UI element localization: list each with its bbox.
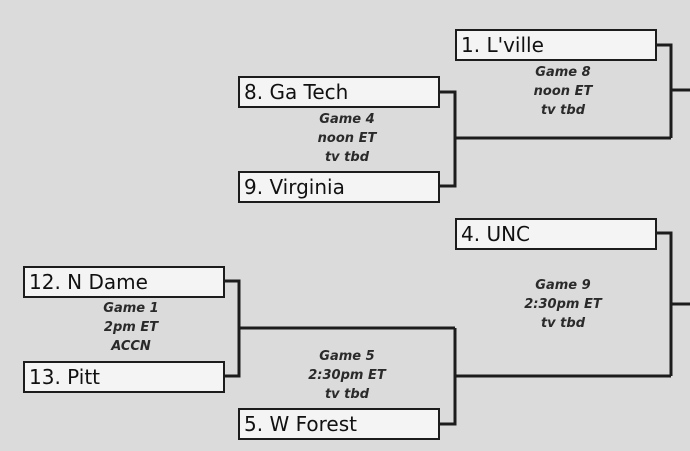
game8-connector xyxy=(656,43,673,138)
game5-connector xyxy=(439,328,457,426)
game9-name: Game 9 xyxy=(535,278,591,293)
team-virginia[interactable]: 9. Virginia xyxy=(238,171,440,203)
game8-name: Game 8 xyxy=(535,65,591,80)
game8-tv: tv tbd xyxy=(540,103,586,118)
team-ga-tech[interactable]: 8. Ga Tech xyxy=(238,76,440,108)
team-wake-forest[interactable]: 5. W Forest xyxy=(238,408,440,440)
game8-time: noon ET xyxy=(533,84,593,99)
game5-tv: tv tbd xyxy=(324,387,370,402)
team-pitt[interactable]: 13. Pitt xyxy=(23,361,225,393)
game4-name: Game 4 xyxy=(319,112,375,127)
game5-name: Game 5 xyxy=(319,349,375,364)
game4-time: noon ET xyxy=(317,131,377,146)
game9-connector xyxy=(656,231,673,376)
game4-info: Game 4 noon ET tv tbd xyxy=(284,110,410,167)
game9-time: 2:30pm ET xyxy=(524,297,602,312)
game9-tv: tv tbd xyxy=(540,316,586,331)
game1-tv: ACCN xyxy=(111,339,151,354)
team-notre-dame[interactable]: 12. N Dame xyxy=(23,266,225,298)
game5-info: Game 5 2:30pm ET tv tbd xyxy=(284,347,410,404)
game1-info: Game 1 2pm ET ACCN xyxy=(68,299,194,356)
game5-time: 2:30pm ET xyxy=(308,368,386,383)
game8-info: Game 8 noon ET tv tbd xyxy=(500,63,626,120)
game1-connector xyxy=(224,279,241,378)
game9-info: Game 9 2:30pm ET tv tbd xyxy=(500,276,626,333)
game1-name: Game 1 xyxy=(103,301,159,316)
team-louisville[interactable]: 1. L'ville xyxy=(455,29,657,61)
game4-tv: tv tbd xyxy=(324,150,370,165)
game4-connector xyxy=(439,90,457,188)
game1-time: 2pm ET xyxy=(103,320,159,335)
team-unc[interactable]: 4. UNC xyxy=(455,218,657,250)
